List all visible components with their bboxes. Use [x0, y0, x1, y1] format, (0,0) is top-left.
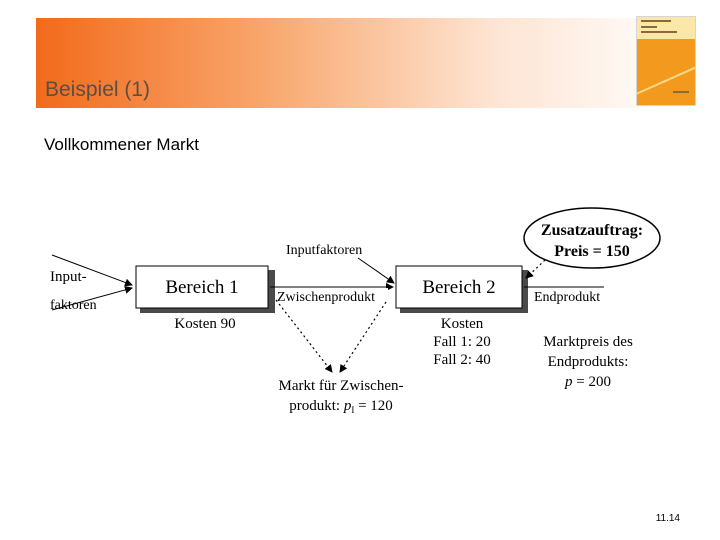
endprodukt-label: Endprodukt — [534, 290, 600, 305]
marktpreis-line2: Endprodukts: — [548, 354, 629, 370]
zusatzauftrag-line2: Preis = 150 — [554, 243, 629, 260]
input-arrow-upper — [51, 254, 133, 287]
zusatzauftrag-line1: Zusatzauftrag: — [541, 222, 643, 239]
input-arrow-lower — [51, 285, 133, 311]
markt-zwischenprodukt-line2: produkt: pI = 120 — [289, 398, 393, 415]
inputfaktoren-arrow — [357, 257, 395, 284]
page-number: 11.14 — [655, 513, 680, 524]
market-arrow-from-b2 — [339, 301, 387, 373]
marktpreis-line1: Marktpreis des — [543, 334, 633, 350]
bereich1-box — [135, 265, 269, 309]
markt-zwischenprodukt-line1: Markt für Zwischen- — [279, 378, 404, 394]
slide-title: Beispiel (1) — [45, 78, 151, 101]
bereich2-label: Bereich 2 — [422, 277, 495, 298]
zwischenprodukt-label-bg — [276, 288, 388, 304]
title-banner — [36, 18, 686, 108]
bereich2-cost-fall2: Fall 2: 40 — [433, 352, 491, 368]
bereich1-label: Bereich 1 — [165, 277, 238, 298]
bereich2-cost-title: Kosten — [441, 316, 484, 332]
market-arrow-from-b1 — [275, 299, 333, 373]
bereich2-box — [395, 265, 523, 309]
bereich1-cost: Kosten 90 — [174, 316, 235, 332]
slide-subtitle: Vollkommener Markt — [44, 135, 199, 154]
zusatzauftrag-dotted-arrow — [525, 259, 546, 279]
input-label-line2: faktoren — [50, 298, 97, 313]
zusatzauftrag-ellipse — [523, 207, 661, 269]
book-cover-icon — [636, 16, 696, 106]
bereich2-cost-fall1: Fall 1: 20 — [433, 334, 491, 350]
inputfaktoren-label: Inputfaktoren — [286, 243, 362, 258]
marktpreis-line3: p = 200 — [564, 374, 611, 390]
zwischenprodukt-label: Zwischenprodukt — [277, 290, 375, 305]
input-label-line1: Input- — [50, 269, 87, 285]
